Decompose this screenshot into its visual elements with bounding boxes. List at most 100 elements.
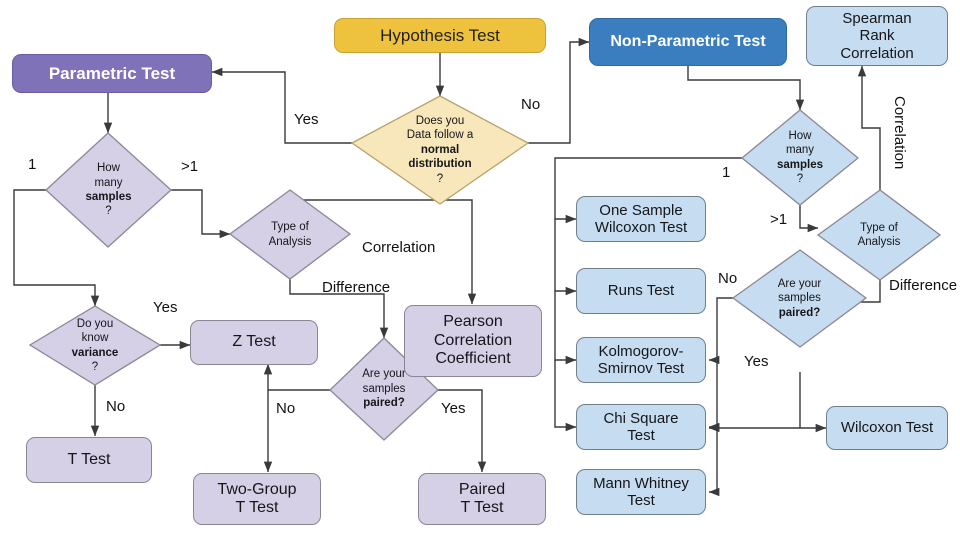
kv-l2: know [81, 332, 109, 345]
edge-label-correlation-parametric: Correlation [362, 239, 436, 256]
node-two-group-t-test[interactable]: Two-Group T Test [193, 473, 321, 525]
edge-label-one-nonparametric: 1 [722, 164, 731, 181]
edge-label-correlation-nonparametric: Correlation [891, 96, 908, 170]
diamond-type-of-analysis-parametric [228, 189, 352, 280]
osw-l2: Wilcoxon Test [594, 219, 688, 236]
edge-label-no-normal: No [521, 96, 541, 113]
spearman-l3: Correlation [840, 44, 914, 62]
node-non-parametric-test[interactable]: Non-Parametric Test [589, 18, 787, 66]
node-mann-whitney-test[interactable]: Mann Whitney Test [576, 469, 706, 515]
edge-label-yes-paired-nonparametric: Yes [744, 353, 769, 370]
spearman-l2: Rank [859, 27, 895, 45]
edge-label-difference-parametric: Difference [322, 279, 391, 296]
node-t-test[interactable]: T Test [26, 437, 152, 483]
node-parametric-test[interactable]: Parametric Test [12, 54, 212, 93]
paired-t-l2: T Test [460, 499, 504, 516]
chi-l1: Chi Square [603, 409, 679, 427]
node-pearson-correlation-coefficient[interactable]: Pearson Correlation Coefficient [404, 305, 542, 377]
edge-pairednp-no-mann [708, 427, 720, 497]
chi-l2: Test [627, 427, 655, 444]
edge-samplesnp-1-bus [554, 157, 742, 224]
mann-l1: Mann Whitney [593, 474, 689, 492]
node-hypothesis-test[interactable]: Hypothesis Test [334, 18, 546, 53]
pearson-l3: Coefficient [435, 350, 511, 368]
pearson-l1: Pearson [443, 313, 503, 331]
edge-label-gt1-parametric: >1 [181, 158, 199, 175]
node-one-sample-wilcoxon-test[interactable]: One Sample Wilcoxon Test [576, 196, 706, 242]
diamond-normal-distribution [350, 95, 530, 205]
kv-l1: Do you [76, 317, 114, 330]
node-spearman-rank-correlation[interactable]: Spearman Rank Correlation [806, 6, 948, 66]
normal-l4: distribution [408, 158, 472, 171]
hms-p-l1: How [96, 162, 120, 175]
diamond-how-many-samples-nonparametric [740, 109, 860, 206]
edge-label-no-paired-parametric: No [276, 400, 296, 417]
edge-label-one-parametric: 1 [28, 156, 37, 173]
two-group-l2: T Test [235, 499, 279, 516]
node-kolmogorov-smirnov-test[interactable]: Kolmogorov- Smirnov Test [576, 337, 706, 383]
hms-np-l1: How [788, 129, 812, 142]
diamond-type-of-analysis-nonparametric [816, 189, 942, 281]
edge-type-correlation-pearson [300, 199, 477, 305]
sp-p-l2: samples [362, 382, 406, 395]
osw-l1: One Sample [599, 201, 683, 219]
edge-normal-no-nonparametric [528, 37, 590, 144]
edge-label-no-variance: No [106, 398, 126, 415]
hms-np-l3: samples [776, 158, 824, 171]
edge-bus-to-chi [554, 360, 577, 432]
kv-l4: ? [91, 360, 99, 373]
pearson-l2: Correlation [433, 331, 513, 349]
normal-l5: ? [436, 172, 444, 185]
edge-label-yes-variance: Yes [153, 299, 178, 316]
node-paired-t-test[interactable]: Paired T Test [418, 473, 546, 525]
diamond-label-type-of-analysis-parametric: Type of Analysis [230, 190, 350, 279]
edge-label-gt1-nonparametric: >1 [770, 211, 788, 228]
diamond-how-many-samples-parametric [45, 132, 172, 248]
edge-normal-yes-parametric [211, 67, 352, 144]
edge-nonparametric-to-samples [687, 66, 805, 111]
edge-type-difference-paired [289, 268, 389, 339]
edge-label-yes-normal: Yes [294, 111, 319, 128]
sp-p-l3: paired? [363, 397, 405, 410]
hms-p-l3: samples [85, 191, 132, 203]
diamond-label-normal-distribution: Does you Data follow a normal distributi… [352, 96, 528, 204]
node-chi-square-test[interactable]: Chi Square Test [576, 404, 706, 450]
diamond-label-how-many-samples-parametric: How many samples ? [46, 133, 171, 247]
edge-label-yes-paired-parametric: Yes [441, 400, 466, 417]
edge-label-no-paired-nonparametric: No [718, 270, 738, 287]
node-wilcoxon-test[interactable]: Wilcoxon Test [826, 406, 948, 450]
toa-np-l1: Type of [860, 221, 898, 234]
toa-p-l1: Type of [271, 221, 309, 234]
sp-np-l2: samples [778, 292, 821, 305]
ks-l2: Smirnov Test [597, 360, 685, 377]
node-runs-test[interactable]: Runs Test [576, 268, 706, 314]
sp-np-l1: Are your [777, 277, 822, 290]
diamond-label-how-many-samples-nonparametric: How many samples ? [742, 110, 858, 205]
sp-p-l1: Are your [362, 368, 406, 381]
ks-l1: Kolmogorov- [598, 342, 684, 360]
diamond-know-variance [28, 305, 162, 386]
hms-np-l2: many [785, 144, 815, 157]
diamond-label-know-variance: Do you know variance ? [30, 306, 160, 385]
edge-samples1-to-variance [13, 189, 100, 307]
edge-pairednp-no-bus [708, 297, 733, 365]
hms-p-l2: many [94, 176, 123, 189]
sp-np-l3: paired? [778, 306, 821, 319]
spearman-l1: Spearman [842, 10, 912, 28]
kv-l3: variance [71, 346, 119, 359]
toa-p-l2: Analysis [268, 235, 312, 248]
edge-label-difference-nonparametric: Difference [889, 277, 958, 294]
mann-l2: Test [627, 492, 655, 509]
non-parametric-test-label: Non-Parametric Test [610, 32, 766, 50]
diamond-samples-paired-nonparametric [731, 249, 868, 348]
diamond-label-samples-paired-nonparametric: Are your samples paired? [733, 250, 866, 347]
edge-samplesgt1-to-type [171, 189, 231, 239]
node-z-test[interactable]: Z Test [190, 320, 318, 365]
edge-samplesnp-gt1-type [799, 205, 819, 233]
two-group-l1: Two-Group [217, 480, 297, 498]
hms-np-l4: ? [796, 172, 804, 185]
normal-l1: Does you [415, 115, 465, 128]
